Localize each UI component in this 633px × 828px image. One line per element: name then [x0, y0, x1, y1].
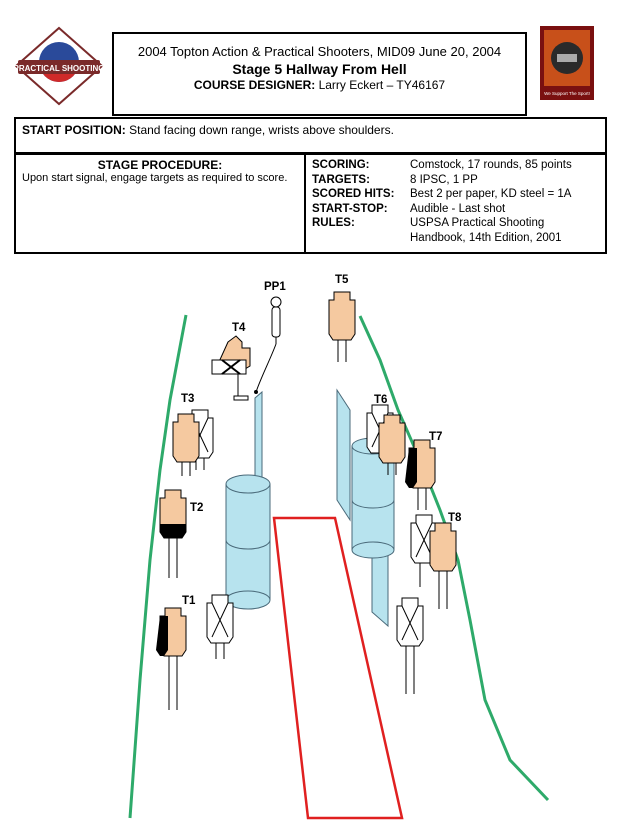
start-position-value: Stand facing down range, wrists above sh…	[125, 123, 394, 137]
partition-left	[254, 390, 263, 486]
info-label	[312, 231, 410, 246]
procedure-text: Upon start signal, engage targets as req…	[22, 172, 288, 184]
info-label: SCORED HITS:	[312, 188, 395, 200]
info-row: TARGETS: 8 IPSC, 1 PP	[312, 173, 572, 188]
info-row: START-STOP: Audible - Last shot	[312, 202, 572, 217]
label-t6: T6	[374, 394, 387, 406]
info-value: 8 IPSC, 1 PP	[410, 173, 478, 186]
no-shoot-target	[396, 597, 424, 694]
label-t3: T3	[181, 393, 194, 405]
info-value: Best 2 per paper, KD steel = 1A	[410, 188, 572, 200]
procedure-title: STAGE PROCEDURE:	[97, 158, 223, 172]
course-designer: COURSE DESIGNER: Larry Eckert – TY46167	[114, 78, 525, 92]
stage-title: Stage 5 Hallway From Hell	[232, 61, 407, 77]
barrel-left	[225, 474, 271, 610]
barrel-right	[351, 437, 395, 559]
info-label: TARGETS:	[312, 173, 370, 186]
partition-right-1	[336, 388, 351, 522]
info-row: SCORING: Comstock, 17 rounds, 85 points	[312, 158, 572, 173]
info-value: Audible - Last shot	[410, 202, 506, 215]
info-row: RULES: USPSA Practical Shooting	[312, 216, 572, 231]
label-t8: T8	[448, 512, 462, 524]
label-t7: T7	[429, 431, 442, 443]
target-t6	[366, 404, 406, 475]
target-t2	[159, 489, 187, 578]
start-position-box: START POSITION: Stand facing down range,…	[14, 117, 607, 155]
stage-diagram: T5 PP1 T4 T3 T2	[128, 274, 550, 820]
logo-right-text: We Support The Sport!	[544, 91, 590, 96]
label-pp1: PP1	[264, 281, 286, 293]
popper-pp1	[254, 296, 282, 394]
info-value: Handbook, 14th Edition, 2001	[410, 231, 562, 244]
label-t5: T5	[335, 274, 349, 286]
label-t4: T4	[232, 322, 246, 334]
left-wall	[128, 314, 188, 819]
label-t1: T1	[182, 595, 196, 607]
match-title: 2004 Topton Action & Practical Shooters,…	[137, 44, 502, 59]
header-box: 2004 Topton Action & Practical Shooters,…	[112, 32, 527, 116]
designer-value: Larry Eckert – TY46167	[315, 78, 446, 92]
divider	[304, 154, 306, 252]
info-label: START-STOP:	[312, 202, 388, 215]
stage-procedure: STAGE PROCEDURE: Upon start signal, enga…	[22, 158, 298, 184]
info-value: Comstock, 17 rounds, 85 points	[410, 159, 572, 171]
target-t3	[172, 409, 214, 476]
target-t5	[328, 291, 356, 362]
start-position-label: START POSITION:	[22, 123, 126, 137]
info-label: SCORING:	[312, 159, 370, 171]
target-t7	[405, 439, 436, 510]
practical-shooting-logo: PRACTICAL SHOOTING	[14, 26, 104, 106]
shooting-area-fault-line	[272, 516, 404, 820]
logo-text: PRACTICAL SHOOTING	[14, 64, 104, 73]
sponsor-logo: We Support The Sport!	[540, 26, 594, 100]
target-t8	[410, 514, 457, 609]
procedure-box: STAGE PROCEDURE: Upon start signal, enga…	[14, 152, 607, 254]
stage-info: SCORING: Comstock, 17 rounds, 85 points T…	[312, 158, 572, 245]
info-value: USPSA Practical Shooting	[410, 217, 545, 229]
target-t4-swinger	[211, 335, 251, 401]
designer-label: COURSE DESIGNER:	[193, 78, 316, 92]
info-label: RULES:	[312, 217, 355, 229]
info-row: SCORED HITS: Best 2 per paper, KD steel =…	[312, 187, 572, 202]
info-row: Handbook, 14th Edition, 2001	[312, 231, 572, 246]
target-t1	[156, 594, 234, 710]
label-t2: T2	[190, 502, 203, 514]
